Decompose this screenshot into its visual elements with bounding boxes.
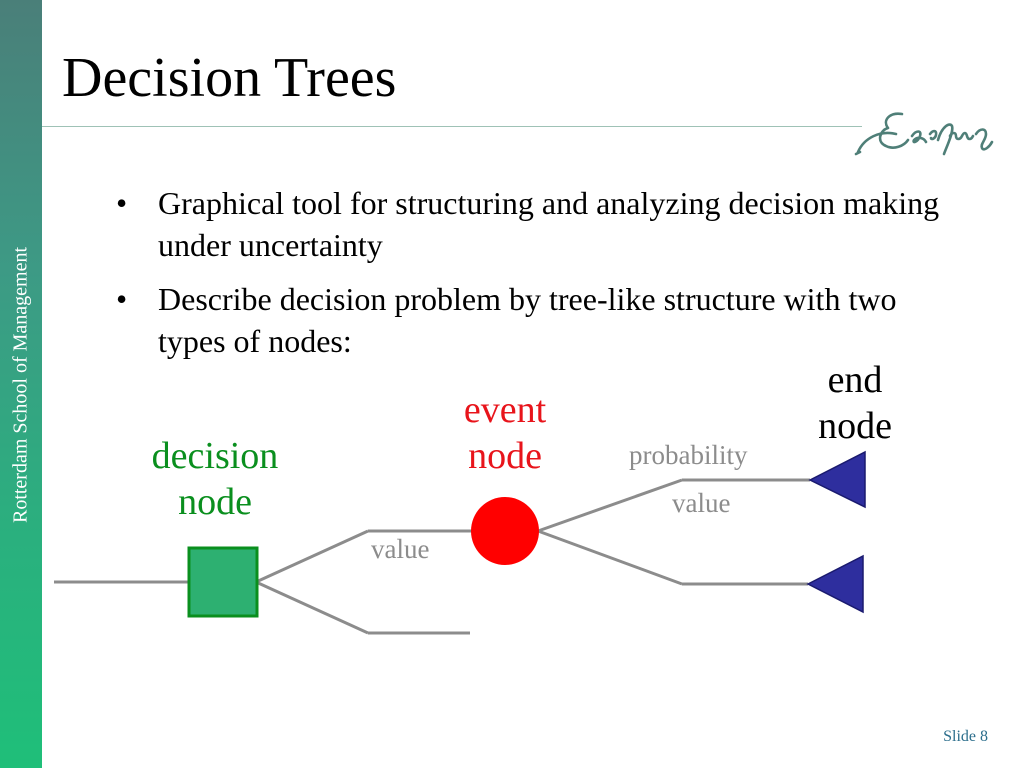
bullet-item: • Describe decision problem by tree-like… <box>116 278 946 362</box>
erasmus-signature-logo-icon <box>854 112 994 156</box>
decision-node-square <box>187 546 259 618</box>
bullet-item: • Graphical tool for structuring and ana… <box>116 182 946 266</box>
title-divider <box>42 126 862 127</box>
bullet-text: Graphical tool for structuring and analy… <box>158 185 940 263</box>
sidebar-band: Rotterdam School of Management <box>0 0 42 768</box>
bullet-marker: • <box>116 185 128 221</box>
bullet-marker: • <box>116 281 128 317</box>
slide-title: Decision Trees <box>62 47 397 109</box>
bullet-list: • Graphical tool for structuring and ana… <box>116 182 946 374</box>
slide-number: Slide 8 <box>943 728 988 745</box>
decision-branch-upper-diagonal <box>255 529 369 584</box>
end-node-triangle-upper <box>808 450 866 509</box>
decision-branch-lower-diagonal <box>255 580 369 635</box>
outcome-value-label: value <box>672 488 731 518</box>
event-node-circle <box>471 497 539 565</box>
event-branch-upper-diagonal <box>537 478 683 533</box>
branch-value-label: value <box>371 534 430 564</box>
event-branch-lower-diagonal <box>537 529 683 586</box>
bullet-text: Describe decision problem by tree-like s… <box>158 281 897 359</box>
outcome-probability-label: probability <box>629 440 748 470</box>
end-node-triangle-lower <box>806 554 864 614</box>
